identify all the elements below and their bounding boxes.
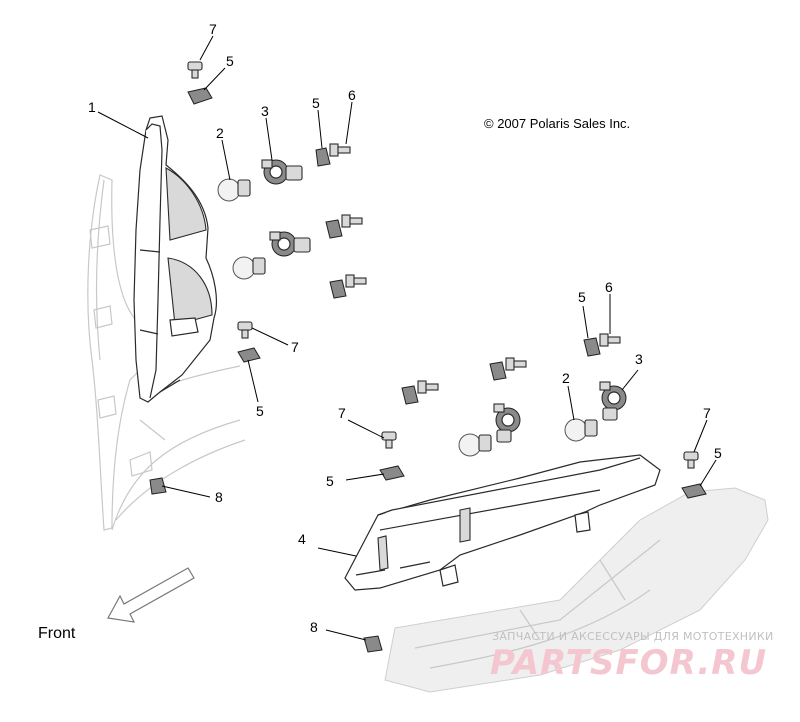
callout-7-far-right: 7: [703, 405, 711, 421]
callout-7-left-mid: 7: [291, 339, 299, 355]
front-direction-arrow: [107, 567, 195, 623]
left-headlight-housing: [133, 115, 218, 403]
left-side-screw: [237, 321, 253, 339]
callout-8-bottom: 8: [310, 619, 318, 635]
right-mid-clip: [379, 465, 405, 481]
callout-6-left: 6: [348, 87, 356, 103]
left-top-clip: [187, 87, 213, 105]
leader-lines: [97, 35, 717, 641]
callout-5-right-mid: 5: [326, 473, 334, 489]
callout-5-far-right: 5: [714, 445, 722, 461]
callout-2-left: 2: [216, 125, 224, 141]
left-upper-bulb: [217, 178, 251, 202]
callout-5-right-upper: 5: [578, 289, 586, 305]
right-screw-a: [417, 380, 439, 394]
left-low-screw: [345, 274, 367, 288]
right-clip-b: [489, 361, 507, 381]
right-left-socket: [493, 403, 521, 443]
right-right-socket: [599, 381, 627, 421]
callout-2-right: 2: [562, 370, 570, 386]
callout-7-right-mid: 7: [338, 405, 346, 421]
left-upper-screw: [329, 143, 351, 157]
callout-5-left-mid: 5: [256, 403, 264, 419]
callout-4: 4: [298, 531, 306, 547]
left-lower-bulb: [232, 256, 266, 280]
left-upper-clip: [315, 147, 331, 167]
left-low-clip: [329, 279, 347, 299]
callout-numbers: 1 2 3 7 5 5 6 7 5 8 4 7 5 5 6 2 3 7 5 8: [88, 21, 722, 635]
left-front-fairing-outline: [87, 174, 246, 531]
right-screw-b: [505, 357, 527, 371]
callout-5-left-side: 5: [312, 95, 320, 111]
right-far-clip: [681, 483, 707, 499]
copyright-notice: © 2007 Polaris Sales Inc.: [484, 116, 630, 131]
callout-5-top: 5: [226, 53, 234, 69]
right-clip-a: [401, 385, 419, 405]
left-lower-socket: [269, 231, 311, 257]
right-mid-screw: [381, 431, 397, 449]
callout-7-top: 7: [209, 21, 217, 37]
watermark-brand: PARTSFOR.RU: [490, 643, 767, 683]
left-mid-clip: [325, 219, 343, 239]
left-grommet: [149, 477, 167, 495]
right-right-bulb: [564, 418, 598, 442]
left-top-screw: [187, 61, 203, 79]
right-clip-c: [583, 337, 601, 357]
front-label: Front: [38, 625, 76, 642]
left-mid-screw: [341, 214, 363, 228]
callout-6-right: 6: [605, 279, 613, 295]
callout-3-right: 3: [635, 351, 643, 367]
right-headlight-housing: [344, 454, 661, 591]
callout-8-left: 8: [215, 489, 223, 505]
left-upper-socket: [261, 159, 303, 185]
right-grommet: [363, 635, 383, 653]
right-screw-c: [599, 333, 621, 347]
callout-1: 1: [88, 99, 96, 115]
watermark-tagline: ЗАПЧАСТИ И АКСЕССУАРЫ ДЛЯ МОТОТЕХНИКИ: [492, 630, 774, 643]
left-side-clip: [237, 347, 261, 363]
right-front-fairing-outline: [384, 487, 769, 693]
right-left-bulb: [458, 433, 492, 457]
right-far-screw: [683, 451, 699, 469]
callout-3-left: 3: [261, 103, 269, 119]
